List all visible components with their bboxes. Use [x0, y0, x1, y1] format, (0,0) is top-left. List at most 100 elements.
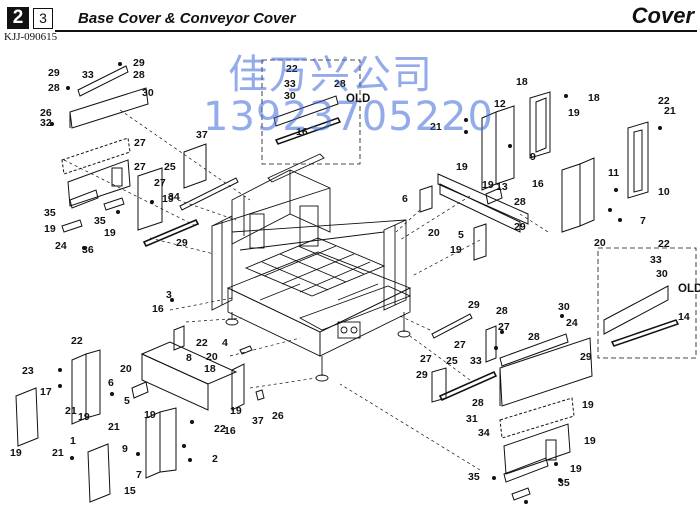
part-number-label: 10 [658, 186, 670, 198]
part-number-label: 22 [196, 337, 208, 349]
watermark-company: 佳万兴公司 [228, 52, 433, 98]
part-number-label: 26 [40, 107, 52, 119]
part-number-label: 19 [44, 223, 56, 235]
part-number-label: 21 [65, 405, 77, 417]
part-number-label: 22 [71, 335, 83, 347]
part-number-label: 34 [168, 191, 180, 203]
part-number-label: 19 [104, 227, 116, 239]
part-number-label: 28 [334, 78, 346, 90]
part-number-label: 19 [482, 179, 494, 191]
part-number-label: 23 [22, 365, 34, 377]
part-number-label: 19 [10, 447, 22, 459]
part-number-label: 27 [454, 339, 466, 351]
part-number-label: 18 [516, 76, 528, 88]
part-number-label: 27 [420, 353, 432, 365]
part-number-label: 8 [186, 352, 192, 364]
sub-page-number: 3 [33, 8, 53, 29]
page-number: 2 [7, 7, 29, 29]
part-number-label: 21 [52, 447, 64, 459]
part-number-label: 19 [570, 463, 582, 475]
part-number-label: 19 [144, 409, 156, 421]
part-number-label: 9 [530, 151, 536, 163]
part-number-label: 13 [496, 181, 508, 193]
old-inset-top [261, 59, 361, 165]
part-number-label: 21 [430, 121, 442, 133]
part-number-label: 3 [166, 289, 172, 301]
part-number-label: 29 [416, 369, 428, 381]
part-number-label: 19 [582, 399, 594, 411]
part-number-label: 33 [284, 78, 296, 90]
part-number-label: 33 [82, 69, 94, 81]
part-number-label: 16 [152, 303, 164, 315]
part-number-label: 28 [472, 397, 484, 409]
part-number-label: 28 [514, 196, 526, 208]
part-number-label: 19 [78, 411, 90, 423]
part-number-label: 21 [108, 421, 120, 433]
part-number-label: 18 [204, 363, 216, 375]
part-number-label: 1 [70, 435, 76, 447]
section-title: Cover [631, 3, 694, 28]
part-number-label: 19 [230, 405, 242, 417]
part-number-label: 4 [222, 337, 228, 349]
part-number-label: 37 [196, 129, 208, 141]
part-number-label: 29 [514, 221, 526, 233]
part-number-label: 30 [558, 301, 570, 313]
part-number-label: 36 [82, 244, 94, 256]
part-number-label: 5 [124, 395, 130, 407]
part-number-label: 12 [494, 98, 506, 110]
part-number-label: 29 [468, 299, 480, 311]
part-number-label: 22 [286, 63, 298, 75]
part-number-label: 16 [296, 126, 308, 138]
part-number-label: 28 [133, 69, 145, 81]
part-number-label: 27 [498, 321, 510, 333]
part-number-label: 28 [48, 82, 60, 94]
part-number-label: 7 [136, 469, 142, 481]
part-number-label: 33 [650, 254, 662, 266]
bottom-left-cover-group [15, 325, 265, 503]
part-number-label: 21 [664, 105, 676, 117]
part-number-label: 30 [142, 87, 154, 99]
part-number-label: 6 [108, 377, 114, 389]
part-number-label: 9 [122, 443, 128, 455]
part-number-label: 33 [470, 355, 482, 367]
part-number-label: 30 [656, 268, 668, 280]
part-number-label: 11 [608, 167, 619, 179]
part-number-label: 22 [214, 423, 226, 435]
part-number-label: 32 [40, 117, 52, 129]
header-rule [55, 30, 697, 32]
part-number-label: 31 [466, 413, 478, 425]
part-number-label: 27 [134, 137, 146, 149]
part-number-label: 29 [133, 57, 145, 69]
part-number-label: 28 [528, 331, 540, 343]
part-number-label: 24 [55, 240, 67, 252]
machine-frame [211, 153, 412, 382]
part-number-label: 19 [568, 107, 580, 119]
part-number-label: 2 [212, 453, 218, 465]
part-number-label: 19 [456, 161, 468, 173]
part-number-label: 35 [558, 477, 570, 489]
part-number-label: 14 [678, 311, 690, 323]
part-number-label: 22 [658, 95, 670, 107]
part-number-label: 29 [580, 351, 592, 363]
screw-markers [50, 62, 662, 504]
part-number-label: 37 [252, 415, 264, 427]
part-number-label: 7 [640, 215, 646, 227]
part-number-label: 20 [428, 227, 440, 239]
part-number-label: 15 [124, 485, 136, 497]
part-number-label: 16 [532, 178, 544, 190]
part-number-label: 28 [496, 305, 508, 317]
part-number-label: 17 [40, 386, 52, 398]
part-number-label: 5 [458, 229, 464, 241]
right-upper-cover-group [419, 91, 649, 261]
old-version-label: OLD [678, 283, 700, 295]
bottom-right-cover-group [431, 313, 593, 501]
part-number-label: 6 [402, 193, 408, 205]
part-number-label: 35 [44, 207, 56, 219]
part-number-label: 19 [162, 193, 174, 205]
part-number-label: 19 [584, 435, 596, 447]
part-number-label: 22 [658, 238, 670, 250]
old-version-label: OLD [346, 93, 370, 105]
part-number-label: 18 [588, 92, 600, 104]
top-left-cover-group [61, 65, 149, 209]
